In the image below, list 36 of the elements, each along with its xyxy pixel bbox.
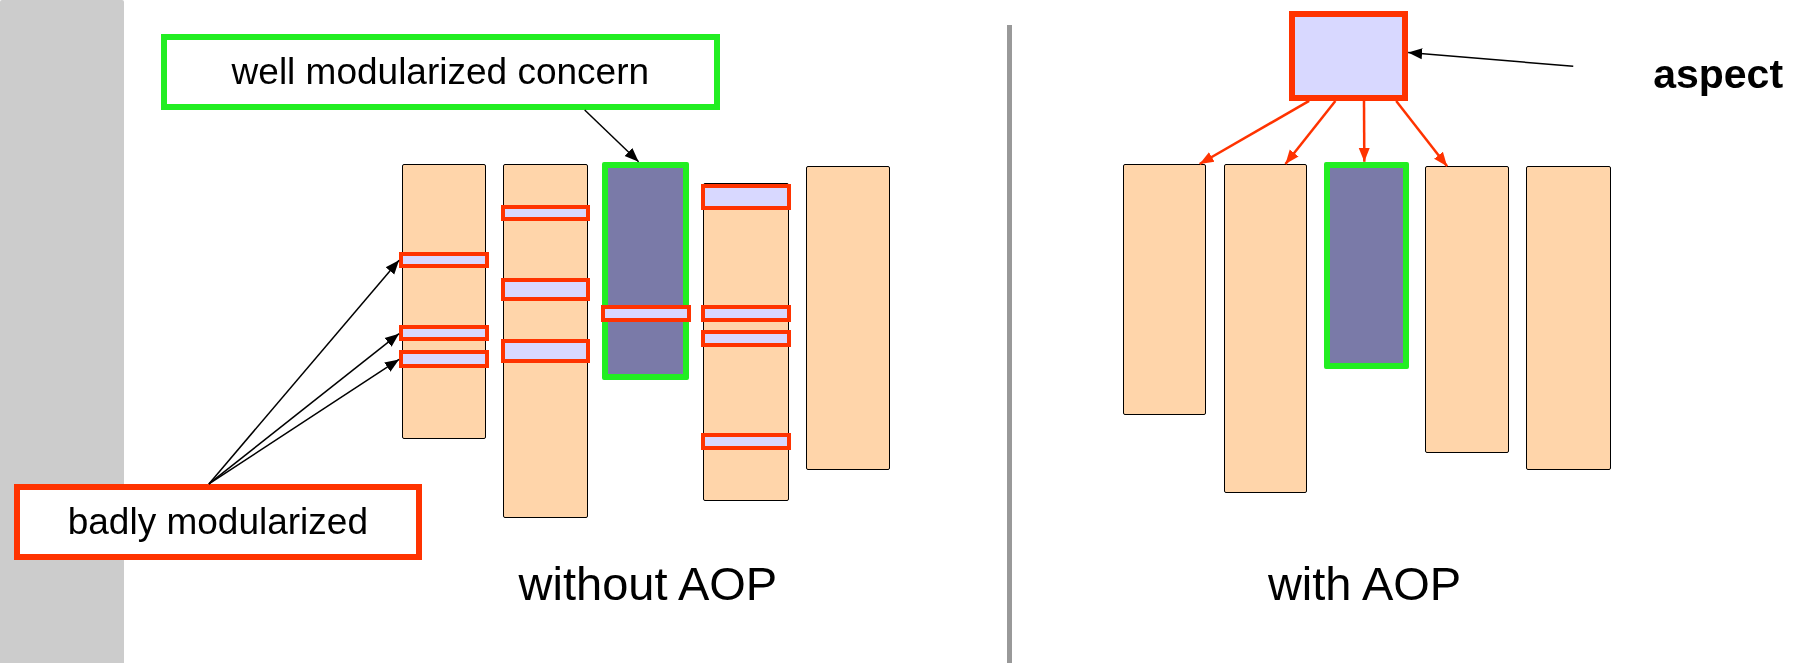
arrow	[208, 332, 400, 485]
concern-box: badly modularized	[13, 483, 422, 560]
concern-strip	[600, 305, 692, 323]
aspect-label: aspect	[1573, 40, 1784, 109]
module-bar	[1324, 161, 1410, 370]
module-bar	[503, 163, 589, 519]
arrow	[1395, 100, 1449, 168]
module-bar	[402, 163, 487, 440]
arrow	[583, 109, 640, 163]
arrow	[1284, 100, 1337, 165]
arrow	[208, 358, 400, 485]
concern-box: well modularized concern	[160, 34, 721, 111]
concern-strip	[398, 251, 490, 268]
module-bar	[1526, 166, 1612, 471]
arrow	[1407, 48, 1574, 68]
arrow	[208, 259, 400, 485]
module-bar	[1223, 163, 1308, 494]
concern-strip	[701, 329, 791, 347]
concern-strip	[500, 278, 591, 302]
panel-caption: with AOP	[1267, 556, 1462, 612]
arrow	[1358, 100, 1370, 162]
concern-strip	[500, 338, 591, 363]
arrow	[1199, 99, 1310, 166]
concern-strip	[701, 184, 791, 211]
concern-strip	[701, 432, 791, 451]
module-bar	[602, 161, 690, 380]
module-bar	[1425, 166, 1509, 453]
module-bar	[806, 166, 890, 471]
concern-strip	[701, 304, 791, 322]
panel-caption: without AOP	[518, 556, 778, 612]
module-bar	[702, 183, 789, 502]
concern-strip	[398, 325, 490, 342]
module-bar	[1122, 163, 1207, 416]
concern-strip	[398, 350, 490, 368]
aspect-box	[1288, 11, 1409, 101]
concern-strip	[500, 204, 591, 221]
